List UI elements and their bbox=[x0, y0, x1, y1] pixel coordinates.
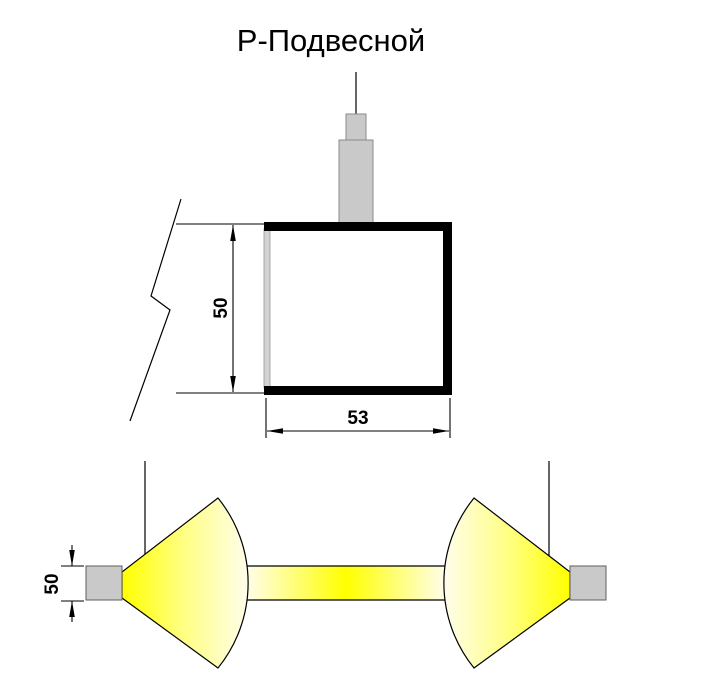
profile-endcap-right bbox=[569, 565, 607, 601]
height-dimension: 50 bbox=[176, 223, 266, 394]
profile-section-view: 50 53 bbox=[129, 72, 452, 438]
width-dimension: 53 bbox=[265, 398, 451, 438]
suspension-connector bbox=[345, 113, 367, 142]
suspension-mount bbox=[338, 139, 374, 224]
profile-frame-right bbox=[443, 222, 452, 395]
endcap-height-dimension: 50 bbox=[42, 545, 84, 622]
light-distribution-view: 50 bbox=[42, 461, 607, 669]
break-line bbox=[129, 198, 182, 422]
endcap-height-dimension-label: 50 bbox=[42, 573, 63, 594]
diagram-title: Р-Подвесной bbox=[237, 23, 425, 58]
profile-frame-top bbox=[264, 222, 452, 231]
diffuser-strip bbox=[263, 228, 271, 389]
light-cone-right bbox=[443, 497, 571, 669]
light-cone-left bbox=[121, 497, 249, 669]
profile-endcap-left bbox=[85, 565, 123, 601]
height-dimension-label: 50 bbox=[211, 297, 232, 318]
profile-frame-bottom bbox=[264, 386, 452, 395]
light-bar bbox=[246, 566, 446, 600]
width-dimension-label: 53 bbox=[347, 408, 368, 429]
